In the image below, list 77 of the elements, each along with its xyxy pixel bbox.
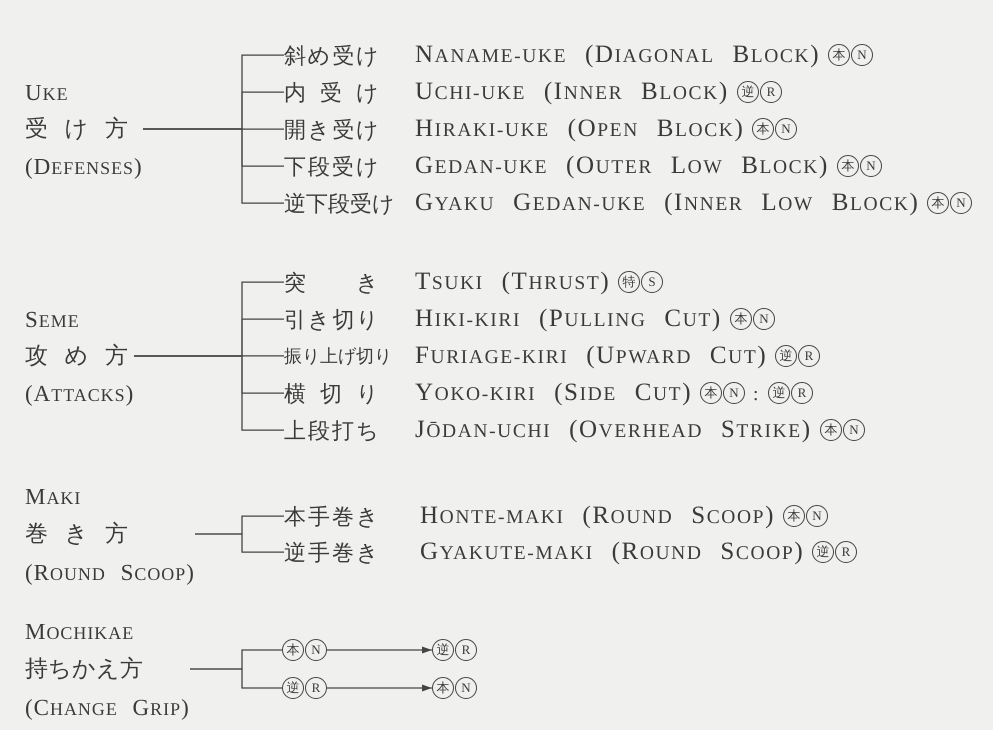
circled-character: 特 <box>618 271 640 293</box>
circled-character: N <box>843 419 865 441</box>
connector-line <box>134 355 284 431</box>
circled-character: 本 <box>282 639 304 661</box>
japanese-term: 突き <box>284 270 379 295</box>
japanese-term: 本手巻き <box>284 504 379 529</box>
circled-character: R <box>760 81 782 103</box>
circled-character: 本 <box>700 382 722 404</box>
technique-translation: HIRAKI-UKE (OPEN BLOCK) <box>415 115 744 142</box>
arrow <box>327 684 432 692</box>
romaji-heading: MAKI <box>25 484 82 509</box>
circled-character: 逆 <box>768 382 790 404</box>
circled-character: R <box>455 639 477 661</box>
colon-separator: : <box>753 383 760 406</box>
technique-translation: NANAME-UKE (DIAGONAL BLOCK) <box>415 41 820 68</box>
japanese-term: 斜め受け <box>284 42 379 68</box>
circled-character: R <box>798 345 820 367</box>
circled-character: S <box>641 271 663 293</box>
circled-character: 本 <box>783 505 805 527</box>
circled-character: N <box>753 308 775 330</box>
circled-character: R <box>305 677 327 699</box>
circled-character: 本 <box>432 677 454 699</box>
technique-translation: GYAKU GEDAN-UKE (INNER LOW BLOCK) <box>415 189 920 216</box>
kanji-heading: 巻き方 <box>25 521 128 548</box>
romaji-heading: MOCHIKAE <box>25 618 134 644</box>
circled-character: N <box>723 382 745 404</box>
translation-heading: (ROUND SCOOP) <box>25 560 195 585</box>
circled-character: R <box>835 541 857 563</box>
circled-character: 本 <box>820 419 842 441</box>
circled-character: R <box>791 382 813 404</box>
circled-character: 本 <box>828 44 850 66</box>
circled-character: 逆 <box>282 677 304 699</box>
connector-line <box>195 533 284 553</box>
translation-heading: (DEFENSES) <box>25 154 143 179</box>
circled-character: N <box>775 118 797 140</box>
circled-character: 本 <box>752 118 774 140</box>
japanese-term: 開き受け <box>284 116 379 142</box>
japanese-term: 逆手巻き <box>284 540 379 565</box>
technique-translation: GYAKUTE-MAKI (ROUND SCOOP) <box>420 538 804 566</box>
technique-translation: HIKI-KIRI (PULLING CUT) <box>415 305 722 332</box>
circled-character: 逆 <box>432 639 454 661</box>
circled-character: 本 <box>837 155 859 177</box>
technique-translation: JŌDAN-UCHI (OVERHEAD STRIKE) <box>415 416 812 444</box>
technique-translation: HONTE-MAKI (ROUND SCOOP) <box>420 502 776 530</box>
circled-character: N <box>305 639 327 661</box>
circled-character: 逆 <box>812 541 834 563</box>
circled-character: N <box>455 677 477 699</box>
circled-character: 逆 <box>737 81 759 103</box>
arrow <box>327 646 432 654</box>
circled-character: 逆 <box>775 345 797 367</box>
japanese-term: 下段受け <box>284 154 379 179</box>
technique-translation: TSUKI (THRUST) <box>415 268 610 296</box>
kanji-heading: 受け方 <box>25 116 128 142</box>
technique-translation: GEDAN-UKE (OUTER LOW BLOCK) <box>415 152 829 180</box>
kanji-heading: 攻め方 <box>25 343 128 370</box>
circled-character: N <box>860 155 882 177</box>
japanese-term: 引き切り <box>284 306 379 332</box>
circled-character: 本 <box>927 192 949 214</box>
technique-translation: UCHI-UKE (INNER BLOCK) <box>415 78 729 106</box>
translation-heading: (CHANGE GRIP) <box>25 694 190 720</box>
circled-character: N <box>851 44 873 66</box>
connector-line <box>143 128 284 204</box>
japanese-term: 横切り <box>284 380 379 406</box>
connector-line <box>190 668 282 689</box>
circled-character: N <box>950 192 972 214</box>
circled-character: 本 <box>730 308 752 330</box>
technique-translation: YOKO-KIRI (SIDE CUT) <box>415 379 692 406</box>
japanese-term: 逆下段受け <box>284 190 395 216</box>
translation-heading: (ATTACKS) <box>25 380 134 406</box>
kanji-heading: 持ちかえ方 <box>25 656 143 682</box>
technique-translation: FURIAGE-KIRI (UPWARD CUT) <box>415 342 768 370</box>
japanese-term: 上段打ち <box>284 418 379 443</box>
japanese-term: 振り上げ切り <box>284 346 392 366</box>
japanese-term: 内受け <box>284 80 379 105</box>
romaji-heading: SEME <box>25 306 80 332</box>
romaji-heading: UKE <box>25 80 69 105</box>
circled-character: N <box>806 505 828 527</box>
